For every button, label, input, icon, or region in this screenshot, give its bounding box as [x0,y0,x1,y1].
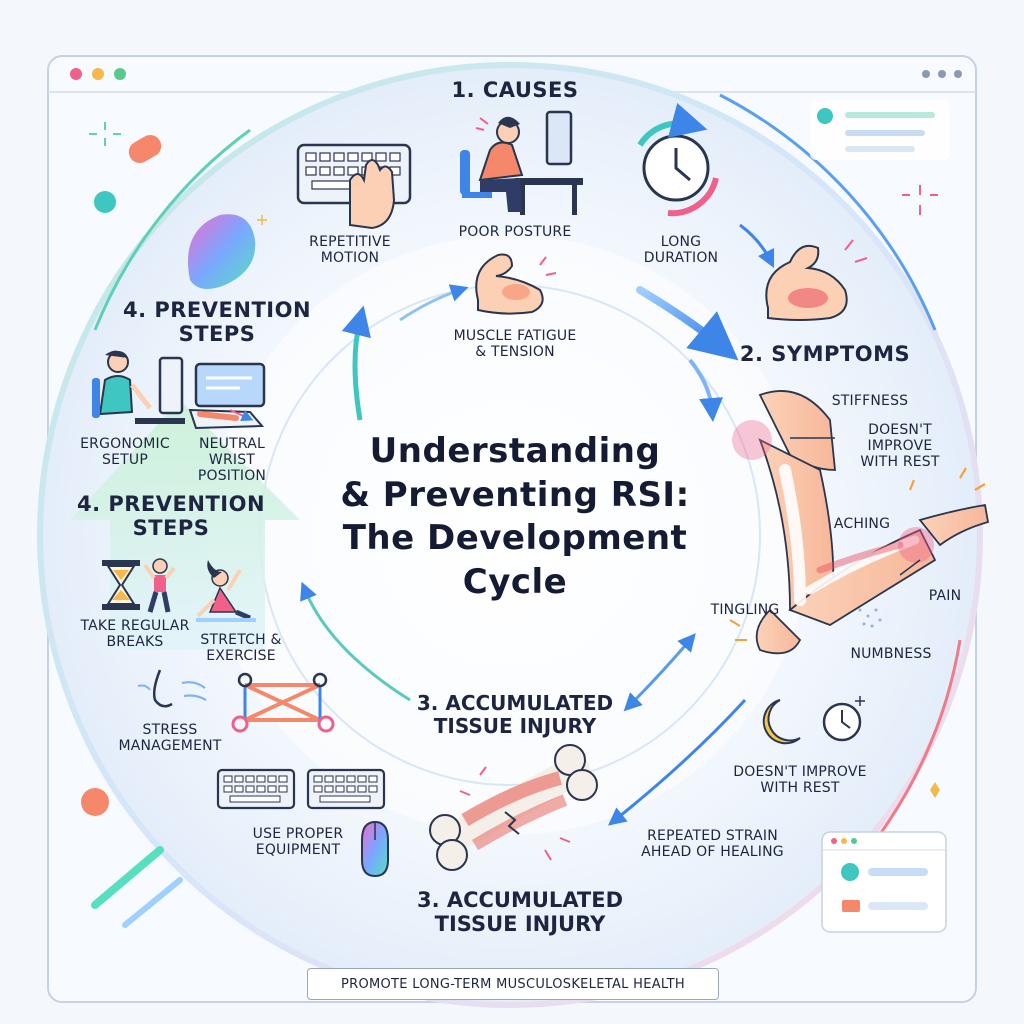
page-title-line1: Understanding [369,431,661,471]
injury-heading-line2: Tissue Injury [434,912,606,937]
repetitive-motion-label: Repetitive Motion [290,234,410,266]
stiffness-label: Stiffness [831,393,909,409]
doesnt-improve-line2: Improve [867,438,933,455]
numbness-label: Numbness [850,646,932,662]
bone-injury-icon [429,744,598,871]
proper-equipment-line2: Equipment [255,842,341,859]
ergonomic-desk-icon [92,350,185,424]
long-duration-label: Long Duration [626,234,736,266]
ergonomic-setup-label: Ergonomic Setup [70,436,180,468]
injury-heading-inner-line2: Tissue Injury [433,714,597,738]
muscle-fatigue-line1: Muscle Fatigue [453,328,577,344]
doesnt-improve-line3: With Rest [860,454,940,471]
regular-breaks-line1: Take Regular [80,618,190,634]
injury-heading: 3. Accumulated Tissue Injury [400,888,640,936]
regular-breaks-label: Take Regular Breaks [70,618,200,650]
neutral-wrist-label: Neutral Wrist Position [186,436,278,484]
muscle-fatigue-line2: & Tension [475,344,555,361]
repeated-strain-line2: Ahead of Healing [641,844,784,861]
footer-banner: Promote Long-Term Musculoskeletal Health [307,968,719,1000]
stress-management-line1: Stress [142,722,198,738]
ergonomic-setup-line1: Ergonomic [80,436,170,452]
tingling-label: Tingling [710,602,780,618]
doesnt-improve-line1: Doesn't [868,422,932,438]
prevention-heading-line2: Steps [178,322,256,347]
wrist-pad-icon [188,214,267,289]
injury-heading-inner: 3. Accumulated Tissue Injury [400,692,630,738]
page-title: Understanding & Preventing RSI: The Deve… [300,430,730,604]
injury-heading-inner-line1: 3. Accumulated [416,691,614,715]
neutral-wrist-line2: Wrist [208,452,256,469]
neutral-wrist-line3: Position [197,468,267,485]
stretching-person-icon [143,558,176,613]
doesnt-improve-label: Doesn't Improve With Rest [840,422,960,470]
ergonomic-setup-line2: Setup [102,452,148,469]
mouse-icon [361,820,389,878]
page-title-line2: & Preventing RSI: [340,474,690,515]
prevention-heading-arrow-line1: 4. Prevention [76,492,266,516]
stress-management-line2: Management [118,738,222,755]
causes-heading: 1. Causes [451,78,579,102]
prevention-heading-arrow: 4. Prevention Steps [66,492,276,540]
arm-pain-icon [729,390,990,655]
symptoms-heading: 2. Symptoms [739,342,911,366]
doesnt-improve-rest-line1: Doesn't Improve [733,764,867,780]
resistance-band-icon [231,672,335,733]
poor-posture-label: Poor Posture [458,224,572,240]
doesnt-improve-rest-line2: With Rest [760,780,840,797]
clock-cycle-icon [637,102,719,217]
injury-heading-line1: 3. Accumulated [416,888,624,912]
pain-label: Pain [928,588,962,604]
stress-management-label: Stress Management [110,722,230,754]
muscle-fatigue-label: Muscle Fatigue & Tension [420,328,610,360]
stretch-exercise-line1: Stretch & [200,632,282,648]
aching-label: Aching [833,516,891,532]
keyboard-icon [296,143,412,230]
flexed-arm-icon [475,253,557,315]
proper-equipment-label: Use Proper Equipment [240,826,356,858]
prevention-heading-arrow-line2: Steps [132,516,210,541]
keyboard-pair-icon [216,768,386,810]
prevention-heading: 4. Prevention Steps [112,298,322,346]
proper-equipment-line1: Use Proper [252,826,344,842]
regular-breaks-line2: Breaks [106,634,164,651]
repetitive-motion-line2: Motion [320,250,380,267]
repeated-strain-line1: Repeated Strain [647,828,778,844]
repetitive-motion-line1: Repetitive [309,234,391,250]
neutral-wrist-line1: Neutral [198,436,266,452]
flexed-arm-icon [765,239,868,321]
page-title-line3: The Development [342,518,688,559]
person-at-desk-icon [460,110,583,215]
stretch-exercise-label: Stretch & Exercise [196,632,286,664]
repeated-strain-label: Repeated Strain Ahead of Healing [625,828,800,860]
hourglass-icon [102,560,140,610]
page-title-line4: Cycle [462,561,568,602]
doesnt-improve-rest-label: Doesn't Improve With Rest [725,764,875,796]
long-duration-line1: Long [660,234,702,250]
moon-clock-icon [762,696,865,745]
breath-icon [137,669,207,708]
prevention-heading-line1: 4. Prevention [122,298,312,322]
long-duration-line2: Duration [643,250,719,267]
stretch-exercise-line2: Exercise [206,648,276,665]
wrist-monitor-icon [188,362,266,430]
yoga-icon [196,560,256,622]
